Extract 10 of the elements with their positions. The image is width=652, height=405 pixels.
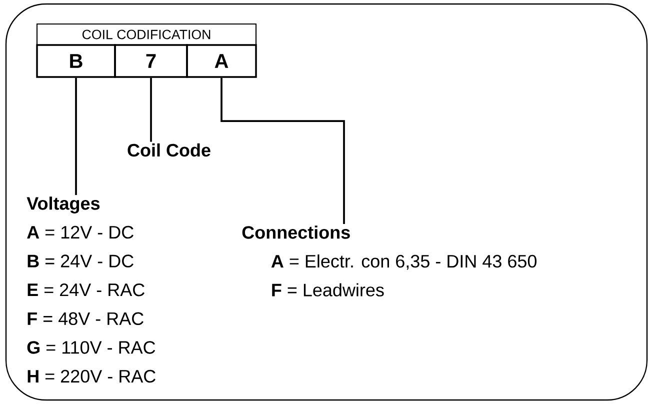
leader-line <box>75 78 77 195</box>
table-header-cell: COIL CODIFICATION <box>36 23 257 46</box>
code-cell: 7 <box>114 44 188 78</box>
leader-line <box>220 78 345 224</box>
leader-line <box>150 78 152 142</box>
heading-text: Coil Code <box>128 143 210 157</box>
connection-list: Connections A = Electr. con 6,35 - DIN 43 650 F = Leadwires <box>242 226 536 296</box>
code-cell: A <box>186 44 257 78</box>
code-cell: B <box>36 44 116 78</box>
voltage-list: Voltages A = 12V - DC B = 24V - DC E = 24V - RAC F = 48V - RAC G = 110V - RAC H = 220V - RAC <box>26 196 156 383</box>
